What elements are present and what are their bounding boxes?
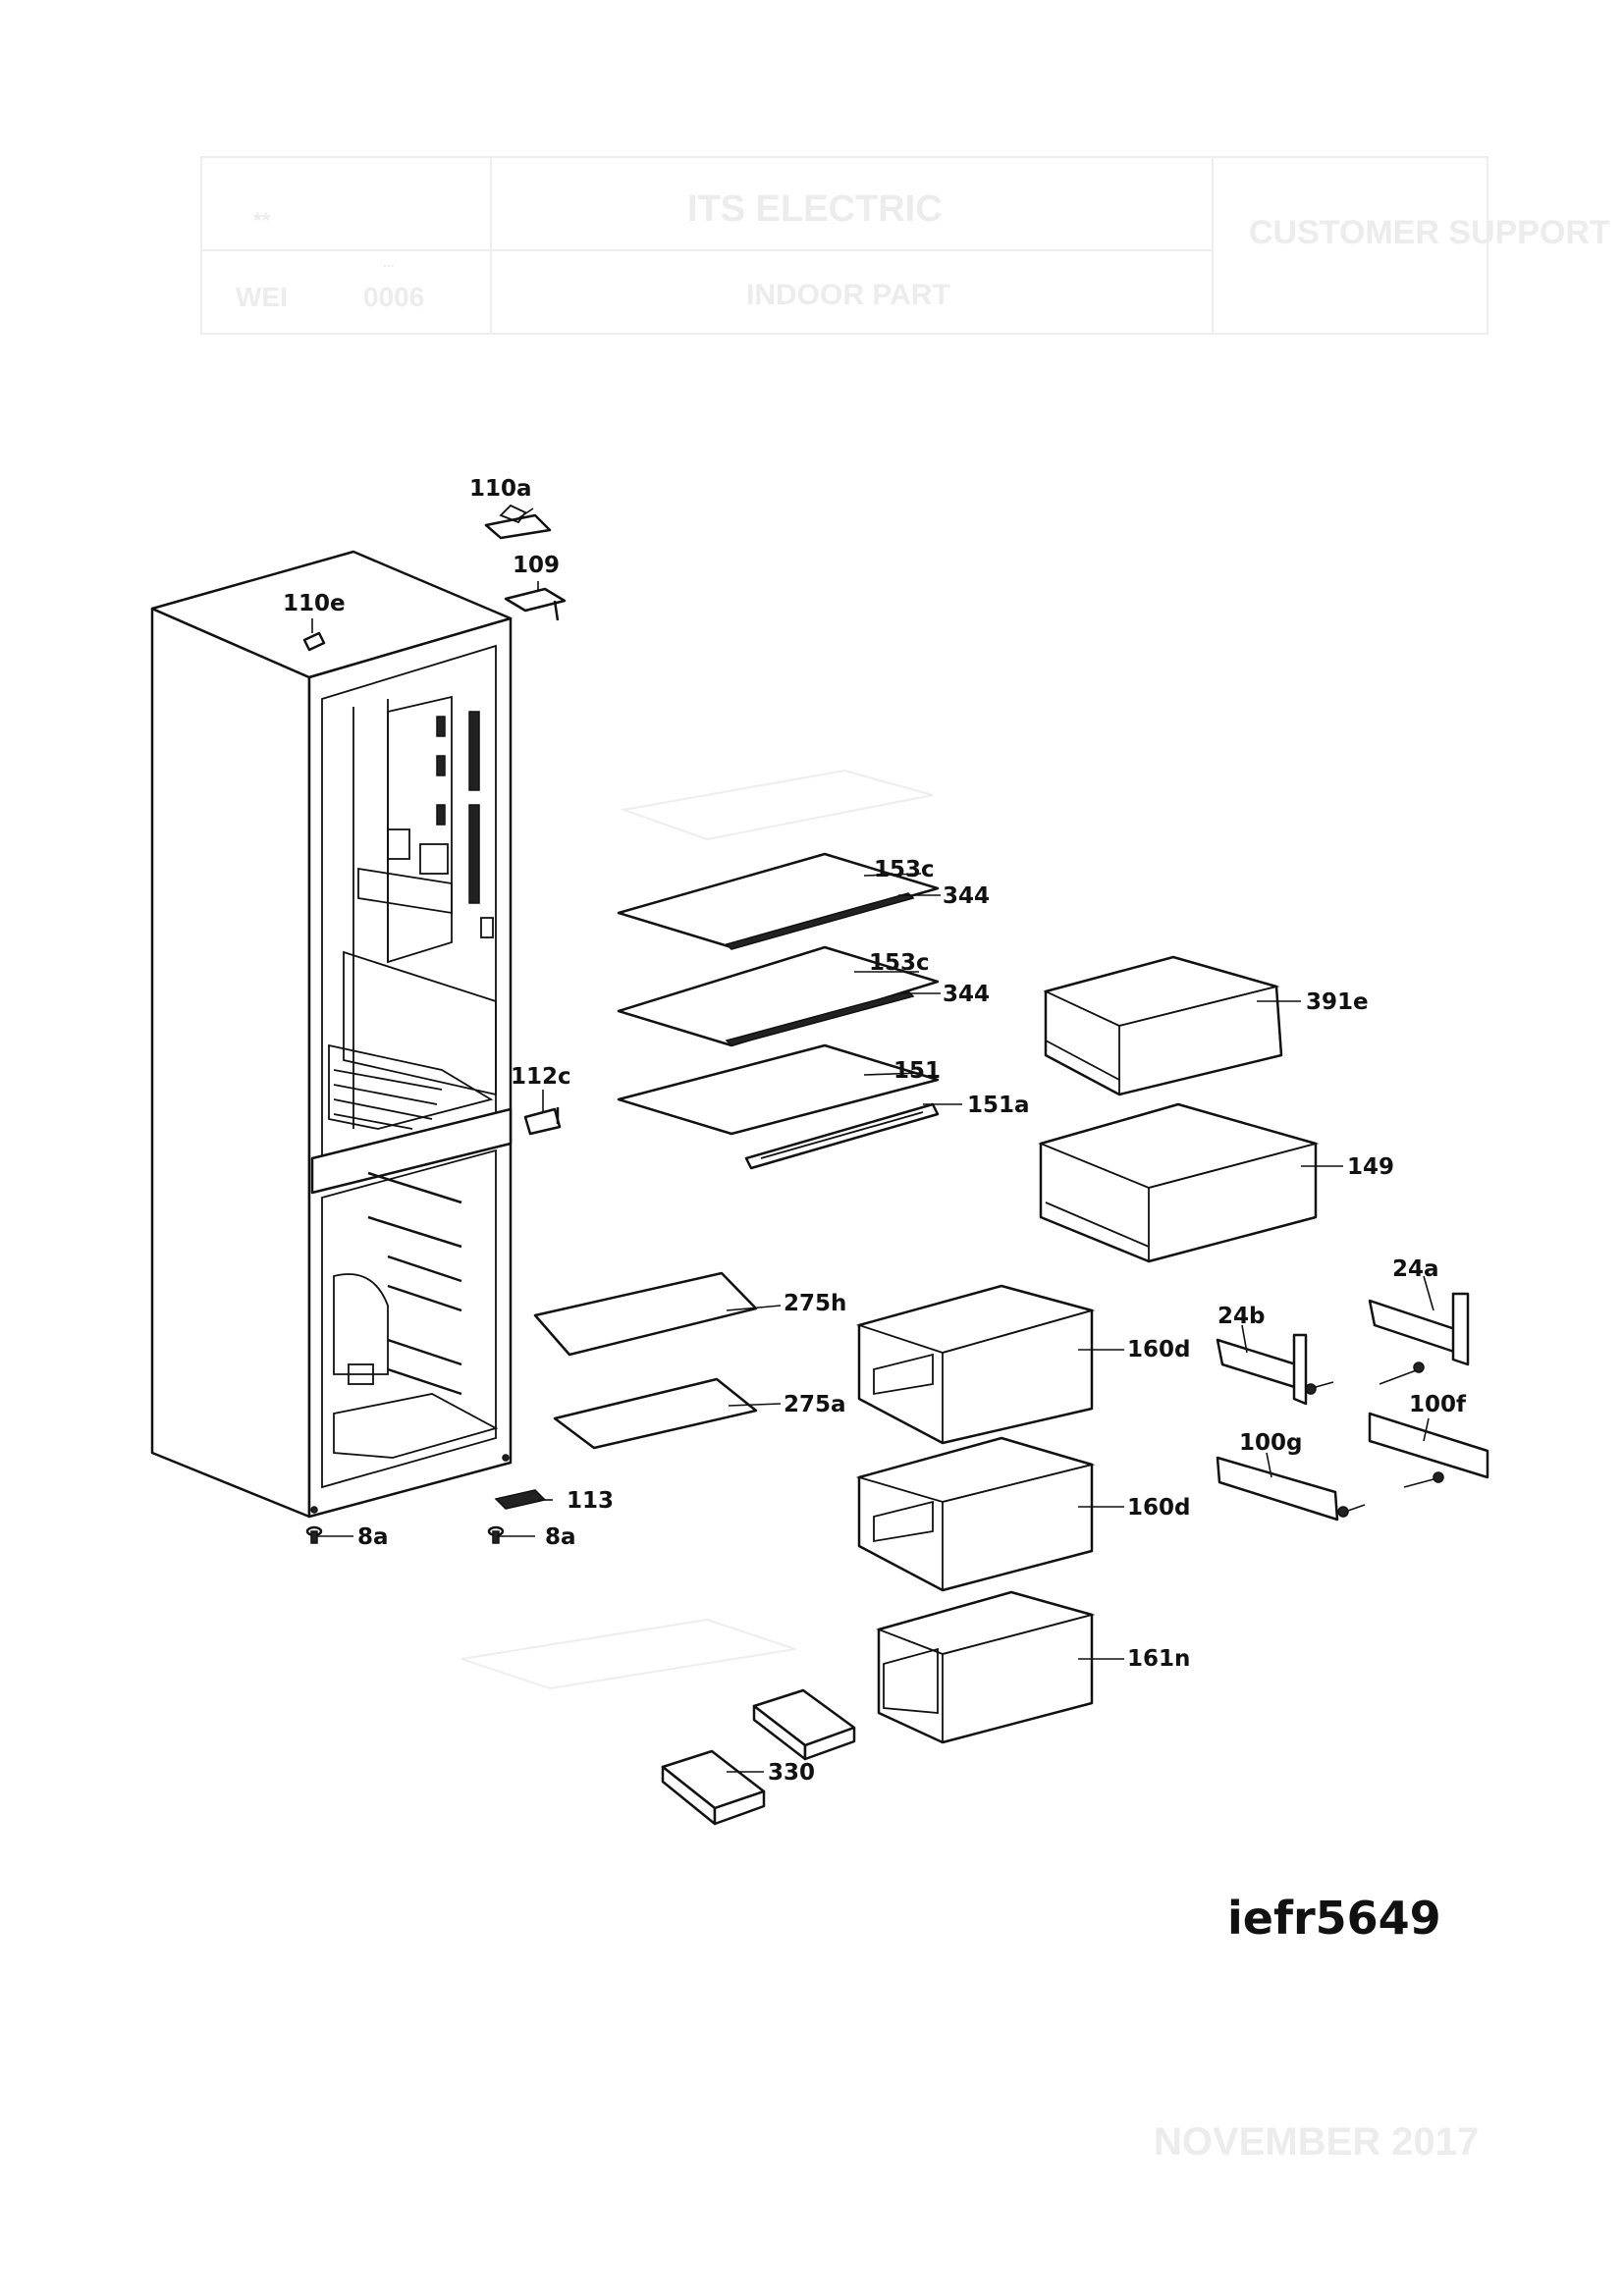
label-344-middle: 344 [943, 982, 990, 1007]
model-code: iefr5649 [1227, 1892, 1441, 1945]
part-8a-adjustable-foot-right [487, 1525, 505, 1544]
watermark-header-sub: INDOOR PART [746, 279, 950, 311]
part-151a-shelf-rear-trim [744, 1102, 940, 1170]
part-275a-glass-shelf [553, 1377, 758, 1450]
label-110a: 110a [469, 476, 532, 502]
label-24b: 24b [1217, 1304, 1265, 1329]
part-149-crisper-drawer [1038, 1102, 1320, 1263]
label-153c-top: 153c [874, 857, 935, 882]
label-151a: 151a [967, 1093, 1030, 1118]
part-344-shelf-trim-middle [725, 990, 915, 1046]
label-330: 330 [768, 1760, 815, 1786]
label-8a-right: 8a [545, 1524, 576, 1550]
part-330-ice-tray-back [752, 1688, 856, 1761]
label-113: 113 [567, 1488, 614, 1514]
part-151-glass-shelf-lower [617, 1043, 940, 1136]
watermark-footer-date: NOVEMBER 2017 [1154, 2120, 1479, 2163]
label-391e: 391e [1306, 989, 1369, 1015]
part-110a-hinge-cover [484, 504, 552, 540]
part-153c-glass-shelf-top [617, 852, 940, 949]
label-344-top: 344 [943, 883, 990, 909]
part-344-shelf-trim-top [725, 892, 915, 950]
part-110e-hinge-cap [302, 631, 326, 652]
part-161n-freezer-drawer-bottom [876, 1590, 1096, 1744]
callout-labels: 110a 109 110e 112c 113 8a 8a 153c 344 15… [283, 476, 1467, 1786]
part-112c-middle-hinge [523, 1107, 562, 1136]
label-153c-middle: 153c [869, 950, 930, 976]
label-160d-top: 160d [1127, 1337, 1190, 1362]
part-330-ice-tray-front [661, 1749, 766, 1826]
label-8a-left: 8a [357, 1524, 389, 1550]
part-24a-bracket [1368, 1292, 1470, 1385]
label-151: 151 [893, 1058, 941, 1084]
part-8a-adjustable-foot-left [305, 1525, 323, 1544]
watermark-header-right: CUSTOMER SUPPORT [1249, 214, 1610, 251]
part-160d-freezer-drawer-middle [855, 1436, 1096, 1592]
label-100g: 100g [1239, 1430, 1302, 1456]
label-160d-middle: 160d [1127, 1495, 1190, 1521]
part-109-top-hinge [504, 587, 567, 621]
part-100f-rail [1368, 1412, 1489, 1488]
part-160d-freezer-drawer-top [855, 1284, 1096, 1445]
label-275h: 275h [784, 1291, 846, 1316]
label-24a: 24a [1392, 1256, 1439, 1282]
watermark-left-bottom-a: WEI [236, 282, 288, 312]
label-100f: 100f [1409, 1392, 1467, 1417]
leader-lines [311, 507, 1434, 1773]
label-112c: 112c [511, 1064, 571, 1090]
watermark-left-top: ** [253, 208, 271, 233]
part-275h-glass-shelf [533, 1271, 758, 1357]
label-275a: 275a [784, 1392, 846, 1417]
watermark-left-bottom-b: 0006 [363, 282, 424, 312]
refrigerator-cabinet [150, 550, 513, 1519]
label-110e: 110e [283, 591, 346, 616]
part-391e-crisper-box [1043, 955, 1283, 1096]
watermark-header: ** ... WEI 0006 ITS ELECTRIC INDOOR PART… [200, 156, 1610, 335]
label-109: 109 [513, 553, 560, 578]
watermark-header-title: ITS ELECTRIC [687, 188, 943, 230]
faint-ghost-shelf [460, 769, 934, 1690]
watermark-left-mid: ... [383, 254, 395, 270]
part-24b-bracket [1216, 1333, 1334, 1406]
label-149: 149 [1347, 1154, 1394, 1180]
part-100g-rail [1216, 1456, 1366, 1522]
part-113-bottom-hinge [494, 1489, 547, 1510]
label-161n: 161n [1127, 1646, 1190, 1672]
